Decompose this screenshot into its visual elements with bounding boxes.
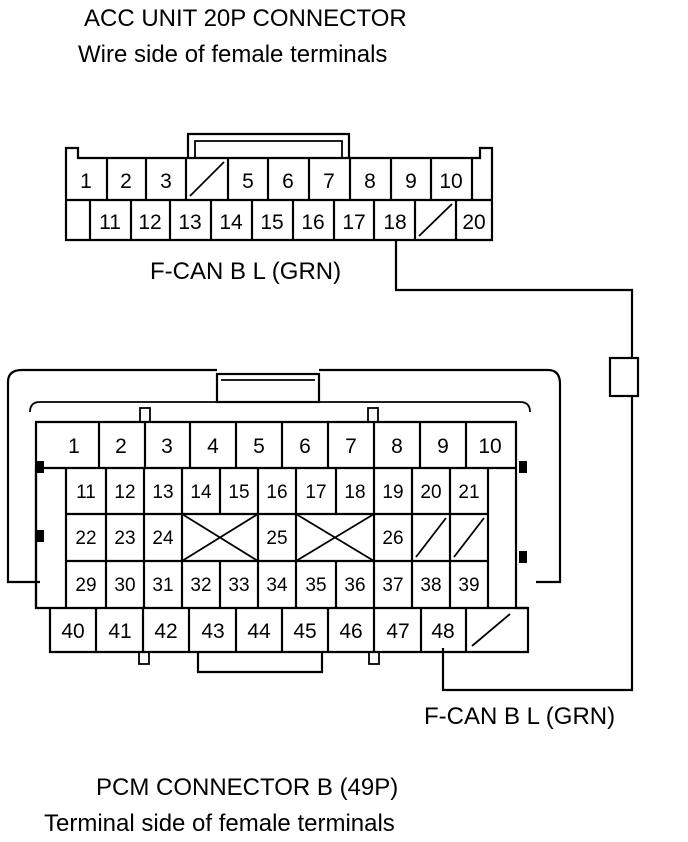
pcm-pin: 8 (391, 435, 403, 458)
acc-signal-label: F-CAN B L (GRN) (150, 258, 341, 285)
pcm-pin: 7 (345, 435, 357, 458)
acc-pin: 1 (80, 170, 92, 193)
pcm-pin: 1 (68, 435, 80, 458)
pcm-pin: 4 (207, 435, 219, 458)
pcm-pin: 2 (115, 435, 127, 458)
acc-pin: 9 (405, 170, 417, 193)
acc-pin: 7 (323, 170, 335, 193)
pcm-pin: 21 (458, 482, 479, 503)
acc-pin: 14 (219, 211, 243, 234)
pcm-pin: 37 (382, 575, 403, 596)
pcm-pin: 47 (386, 620, 409, 643)
pcm-pin: 45 (293, 620, 316, 643)
pcm-pin: 16 (266, 482, 287, 503)
pcm-pin: 31 (152, 575, 173, 596)
pcm-pin: 19 (382, 482, 403, 503)
pcm-pin: 38 (420, 575, 441, 596)
acc-housing (64, 146, 494, 242)
acc-pin: 10 (439, 170, 462, 193)
acc-pin: 20 (462, 211, 485, 234)
pcm-lock-tab (215, 372, 321, 404)
acc-empty-cavity-4 (189, 161, 225, 197)
pcm-pin: 40 (61, 620, 84, 643)
acc-pin: 2 (120, 170, 132, 193)
pcm-connector (6, 368, 562, 674)
acc-pin: 5 (242, 170, 254, 193)
acc-pin: 6 (282, 170, 294, 193)
pcm-pin: 25 (266, 528, 287, 549)
acc-pin: 11 (99, 211, 121, 234)
pcm-housing-right (319, 368, 562, 584)
pcm-pin: 18 (344, 482, 365, 503)
pcm-pin: 14 (190, 482, 212, 503)
pcm-empty-cavity-49 (471, 613, 511, 647)
acc-pin: 8 (364, 170, 376, 193)
pcm-row-3: 22 23 24 25 26 (75, 528, 403, 549)
pcm-pin: 22 (75, 528, 96, 549)
pcm-row-2: 11 12 13 14 15 16 17 18 19 20 21 (76, 482, 479, 503)
pcm-pin: 43 (201, 620, 224, 643)
pcm-pin: 12 (114, 482, 135, 503)
pcm-pin: 44 (247, 620, 271, 643)
pcm-pin: 42 (154, 620, 177, 643)
pcm-pin: 34 (266, 575, 288, 596)
acc-pin: 18 (383, 211, 406, 234)
acc-pin: 12 (138, 211, 161, 234)
pcm-bottom-tab (196, 652, 324, 674)
pcm-pin: 26 (382, 528, 403, 549)
pcm-signal-label: F-CAN B L (GRN) (424, 703, 615, 730)
pcm-inner-frame (29, 401, 531, 413)
wire-junction-box (608, 356, 640, 398)
pcm-pin: 29 (75, 575, 96, 596)
pcm-pin: 13 (152, 482, 173, 503)
pcm-empty-cavity-27 (415, 517, 447, 558)
pcm-pin: 20 (420, 482, 441, 503)
pcm-connector-title: PCM CONNECTOR B (49P) (96, 774, 398, 801)
pcm-housing-left (6, 368, 217, 584)
acc-connector-subtitle: Wire side of female terminals (78, 41, 387, 68)
pcm-pin: 41 (108, 620, 131, 643)
pcm-body (34, 420, 530, 654)
pcm-pin: 15 (228, 482, 249, 503)
pcm-pin: 17 (305, 482, 326, 503)
pcm-pin: 5 (253, 435, 265, 458)
f-can-wire-lower (441, 396, 634, 692)
pcm-row-5: 40 41 42 43 44 45 46 47 48 (61, 620, 454, 643)
f-can-wire-upper (394, 240, 634, 358)
pcm-pin: 23 (114, 528, 135, 549)
pcm-empty-cavity-28 (453, 517, 485, 558)
pcm-pin: 46 (339, 620, 362, 643)
pcm-pin: 24 (152, 528, 174, 549)
acc-pin: 15 (260, 211, 283, 234)
pcm-pin: 6 (299, 435, 311, 458)
pcm-pin: 33 (228, 575, 249, 596)
pcm-pin: 39 (458, 575, 479, 596)
acc-row-1: 1 2 3 5 6 7 8 9 10 (80, 170, 463, 193)
acc-pin: 17 (342, 211, 365, 234)
acc-pin: 13 (178, 211, 201, 234)
pcm-pin: 30 (114, 575, 135, 596)
pcm-row-1: 1 2 3 4 5 6 7 8 9 10 (68, 435, 502, 458)
acc-pin: 16 (301, 211, 324, 234)
acc-empty-cavity-19 (418, 203, 453, 237)
acc-connector-title: ACC UNIT 20P CONNECTOR (84, 5, 407, 32)
pcm-connector-subtitle: Terminal side of female terminals (44, 810, 395, 837)
acc-connector (64, 132, 494, 242)
acc-lock-tab (186, 132, 351, 158)
acc-pin: 3 (160, 170, 172, 193)
pcm-pin: 36 (344, 575, 365, 596)
pcm-pin: 10 (478, 435, 501, 458)
pcm-pin: 11 (76, 482, 96, 503)
pcm-pin: 3 (161, 435, 173, 458)
pcm-pin: 9 (437, 435, 449, 458)
pcm-pin: 48 (431, 620, 454, 643)
pcm-row-4: 29 30 31 32 33 34 35 36 37 38 39 (75, 575, 479, 596)
acc-row-2: 11 12 13 14 15 16 17 18 20 (99, 211, 486, 234)
pcm-pin: 32 (190, 575, 211, 596)
pcm-pin: 35 (305, 575, 326, 596)
